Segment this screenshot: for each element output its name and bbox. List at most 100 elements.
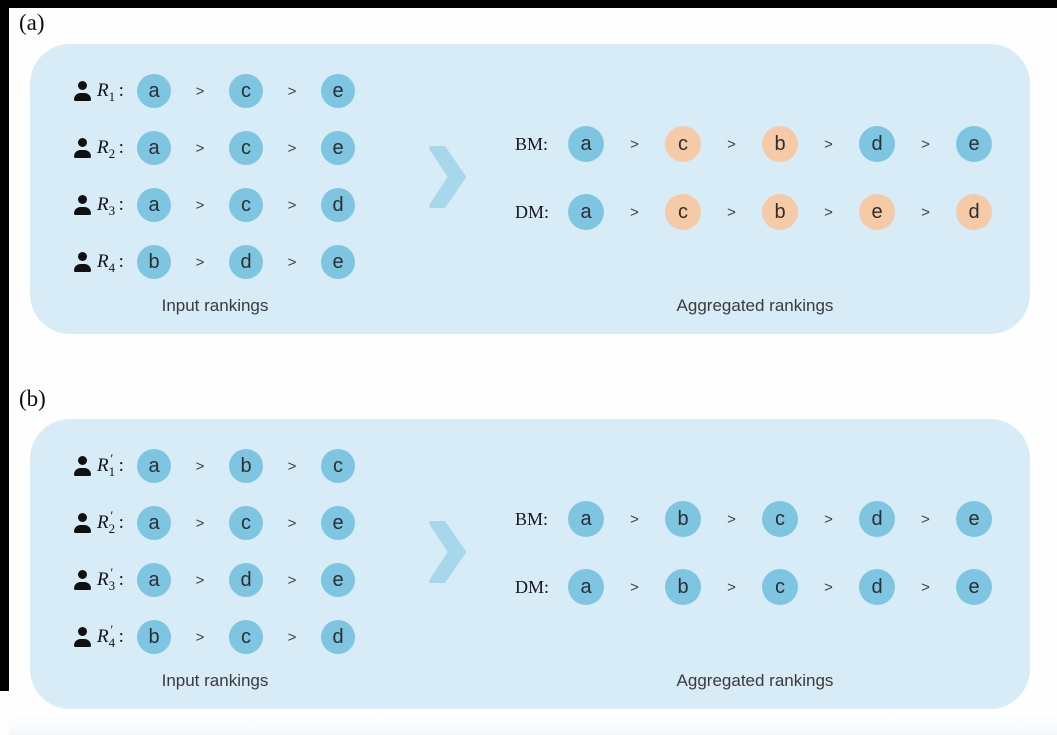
greater-than-separator: > — [195, 253, 205, 271]
rank-item-circle: d — [229, 245, 263, 279]
greater-than-separator: > — [287, 571, 297, 589]
greater-than-separator: > — [630, 203, 639, 221]
rank-item-circle: e — [321, 131, 355, 165]
person-icon — [74, 627, 91, 647]
rank-item-circle: e — [321, 74, 355, 108]
voter-label: R′2: — [97, 508, 137, 536]
rank-item-circle: e — [956, 126, 992, 162]
rank-item-circle: b — [229, 449, 263, 483]
voter-subscript: 1 — [108, 89, 116, 104]
rank-item-circle: d — [321, 620, 355, 654]
rank-item-circle: b — [137, 245, 171, 279]
rank-item-circle: a — [568, 569, 604, 605]
aggregated-ranking-row: BM:a>c>b>d>e — [508, 126, 992, 162]
voter-marks: 4 — [108, 251, 118, 275]
rank-item-circle: c — [665, 126, 701, 162]
greater-than-separator: > — [287, 457, 297, 475]
voter-label: R′4: — [97, 622, 137, 650]
method-label: BM: — [515, 133, 549, 154]
person-icon — [74, 513, 91, 533]
greater-than-separator: > — [727, 135, 736, 153]
rank-item-circle: e — [956, 569, 992, 605]
rank-item-circle: c — [762, 569, 798, 605]
voter-colon: : — [118, 194, 124, 215]
greater-than-separator: > — [824, 135, 833, 153]
voter-colon: : — [118, 512, 124, 533]
rank-item-circle: b — [762, 126, 798, 162]
rank-item-circle: c — [229, 188, 263, 222]
voter-marks: ′2 — [108, 508, 118, 536]
voter-colon: : — [118, 455, 124, 476]
rank-item-circle: a — [568, 194, 604, 230]
greater-than-separator: > — [195, 139, 205, 157]
voter-subscript: 2 — [108, 521, 116, 536]
rank-item-circle: c — [665, 194, 701, 230]
input-ranking-row: R′2:a>c>e — [74, 506, 355, 540]
chevron-right-icon — [429, 146, 466, 208]
rank-item-circle: c — [229, 131, 263, 165]
voter-name: R — [97, 80, 109, 101]
rank-item-circle: d — [956, 194, 992, 230]
greater-than-separator: > — [195, 628, 205, 646]
rank-item-circle: c — [229, 74, 263, 108]
greater-than-separator: > — [921, 510, 930, 528]
voter-subscript: 4 — [108, 260, 116, 275]
input-ranking-row: R′4:b>c>d — [74, 620, 355, 654]
greater-than-separator: > — [727, 510, 736, 528]
rank-item-circle: d — [859, 569, 895, 605]
greater-than-separator: > — [921, 578, 930, 596]
rank-item-circle: a — [137, 563, 171, 597]
rank-item-circle: c — [321, 449, 355, 483]
voter-name: R — [97, 455, 109, 476]
chevron-right-icon — [429, 521, 466, 583]
voter-label: R′1: — [97, 451, 137, 479]
input-rankings-caption: Input rankings — [161, 296, 269, 315]
rank-item-circle: a — [137, 188, 171, 222]
greater-than-separator: > — [824, 203, 833, 221]
voter-colon: : — [118, 137, 124, 158]
input-rankings-caption: Input rankings — [161, 671, 269, 690]
voter-colon: : — [118, 80, 124, 101]
voter-marks: ′4 — [108, 622, 118, 650]
voter-marks: 1 — [108, 80, 118, 104]
greater-than-separator: > — [195, 82, 205, 100]
rank-item-circle: a — [137, 449, 171, 483]
rank-item-circle: b — [665, 569, 701, 605]
voter-prime: ′ — [109, 508, 113, 523]
voter-prime: ′ — [109, 451, 113, 466]
rank-item-circle: c — [762, 501, 798, 537]
greater-than-separator: > — [287, 253, 297, 271]
rank-item-circle: a — [568, 126, 604, 162]
rank-item-circle: b — [137, 620, 171, 654]
left-border-bar — [0, 0, 9, 691]
input-ranking-row: R′1:a > b > c — [74, 449, 355, 483]
voter-subscript: 2 — [108, 146, 116, 161]
method-label: BM: — [515, 508, 549, 529]
greater-than-separator: > — [727, 203, 736, 221]
greater-than-separator: > — [195, 457, 205, 475]
person-icon — [74, 81, 91, 101]
aggregated-ranking-row: DM:a>c>b>e>d — [508, 194, 992, 230]
greater-than-separator: > — [921, 203, 930, 221]
voter-colon: : — [118, 251, 124, 272]
aggregated-rankings-caption: Aggregated rankings — [676, 296, 834, 315]
greater-than-separator: > — [630, 135, 639, 153]
rank-item-circle: a — [137, 74, 171, 108]
aggregated-ranking-row: DM:a>b>c>d>e — [508, 569, 992, 605]
voter-subscript: 4 — [108, 635, 116, 650]
rank-item-circle: c — [229, 506, 263, 540]
voter-subscript: 3 — [108, 203, 116, 218]
method-label: DM: — [515, 201, 550, 222]
greater-than-separator: > — [195, 196, 205, 214]
